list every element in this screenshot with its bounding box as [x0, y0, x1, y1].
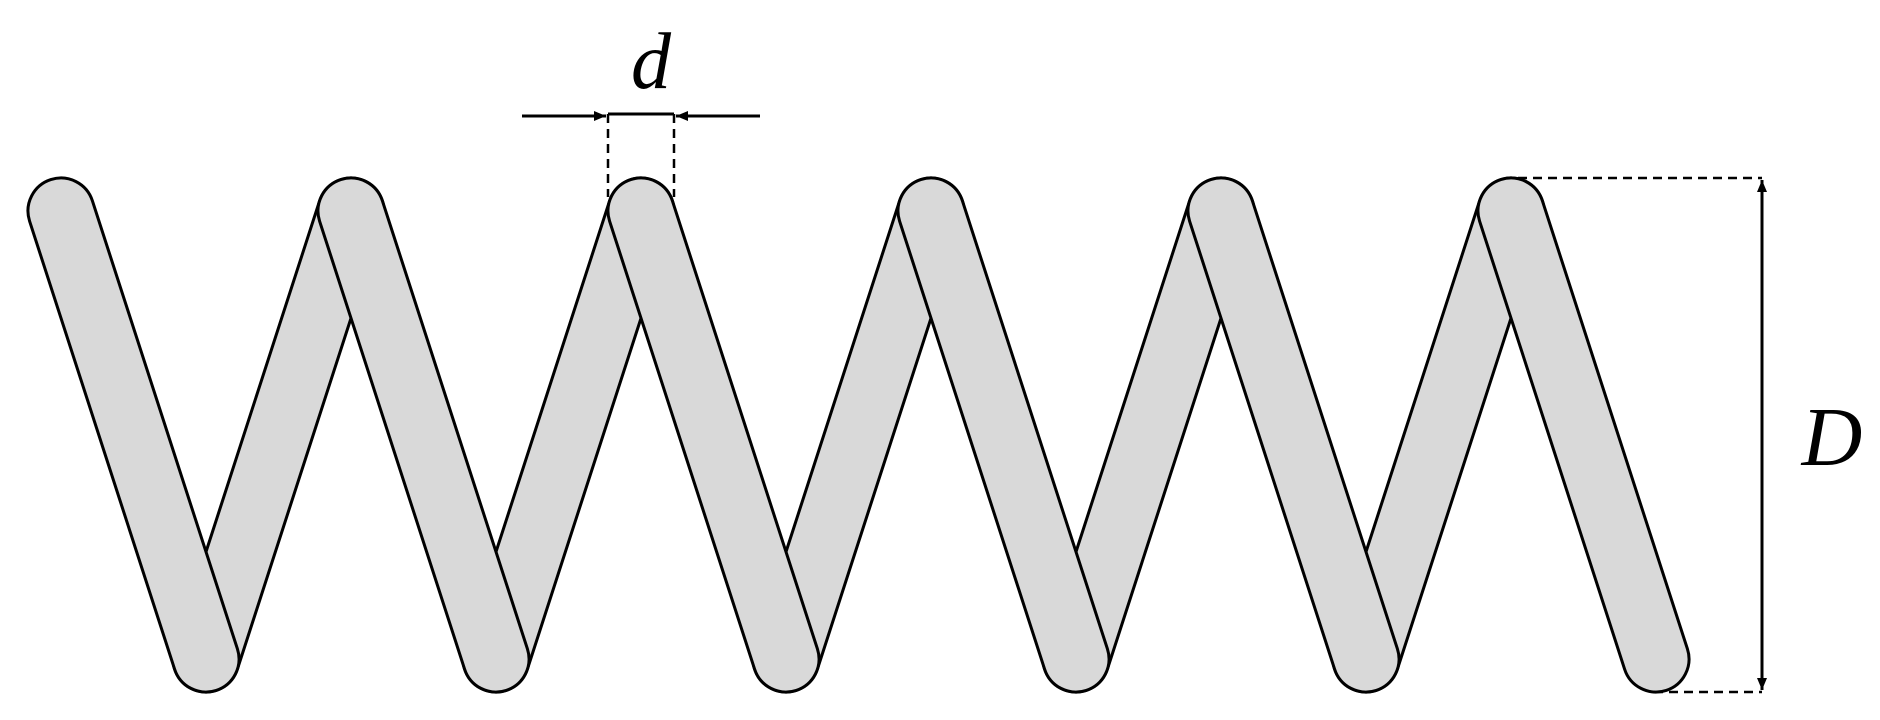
coil-diameter-dimension: D — [1518, 176, 1863, 694]
spring-front-segment — [1476, 176, 1691, 694]
spring-front-segment — [896, 176, 1111, 694]
spring-front-segment — [1186, 176, 1401, 694]
d-label: d — [631, 18, 672, 106]
spring-front-segment — [316, 176, 531, 694]
D-label: D — [1801, 391, 1863, 484]
spring-front-segment — [606, 176, 821, 694]
spring-front-segments — [26, 176, 1691, 694]
spring-front-segment — [26, 176, 241, 694]
spring-back-segments — [171, 176, 1546, 694]
wire-diameter-dimension: d — [522, 18, 760, 197]
